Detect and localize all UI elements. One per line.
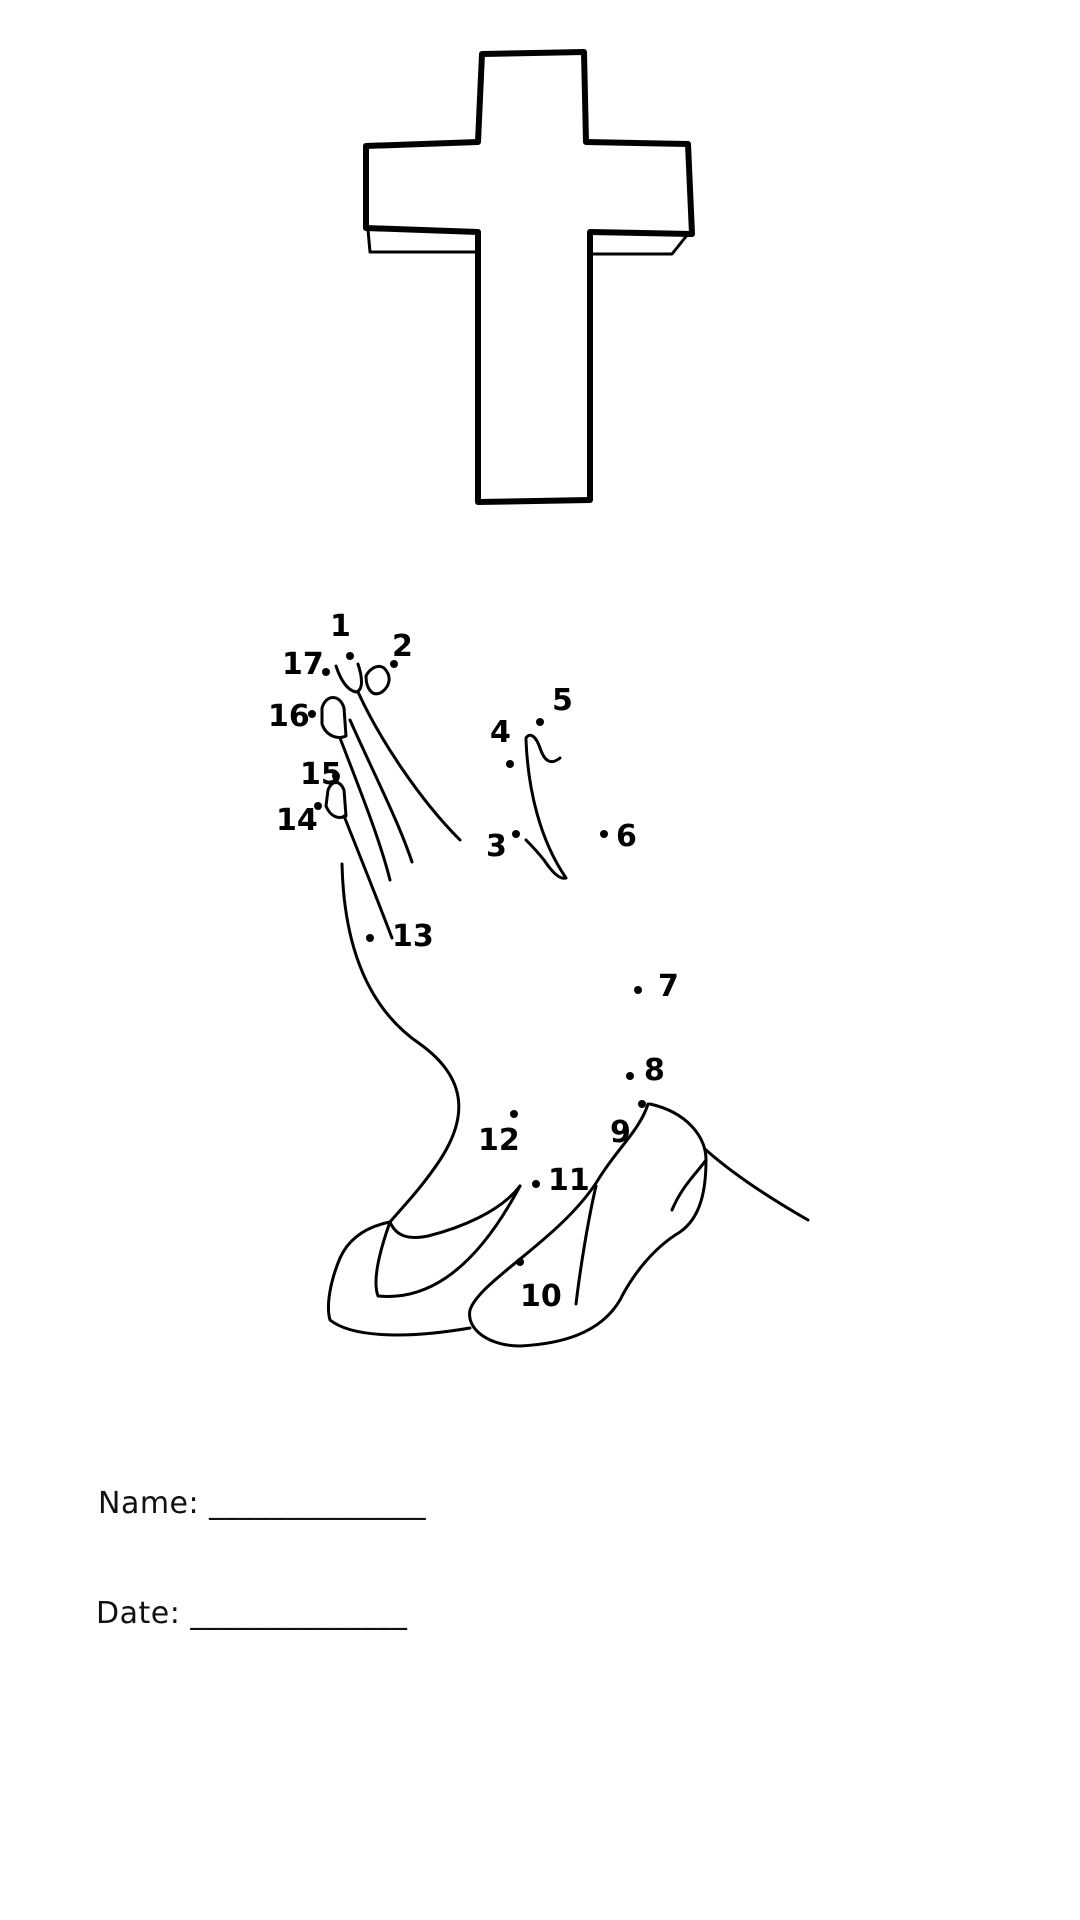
dot-label-11: 11 [548,1163,590,1198]
sleeve-left [326,1220,472,1337]
dot-9 [638,1100,646,1108]
name-field-label: Name: ______________ [98,1486,427,1521]
sleeve-right [468,1102,708,1348]
sleeve-left-inner [374,1184,522,1298]
finger-line-1 [356,690,462,842]
dot-1 [346,652,354,660]
dot-label-7: 7 [658,969,679,1004]
dot-2 [390,660,398,668]
dot-15 [332,772,340,780]
dot-10 [516,1258,524,1266]
dot-13 [366,934,374,942]
thumb-hook [524,733,562,764]
dot-5 [536,718,544,726]
dot-16 [308,710,316,718]
dot-label-12: 12 [478,1123,520,1158]
cross-outline [363,49,695,505]
numbered-dots: 1 2 3 4 5 6 7 8 9 10 11 12 13 14 15 16 1 [268,609,679,1314]
dot-7 [634,986,642,994]
dot-label-10: 10 [520,1279,562,1314]
dot-label-6: 6 [616,819,637,854]
dot-label-9: 9 [610,1115,631,1150]
dot-11 [532,1180,540,1188]
finger-tip-right [364,664,391,696]
finger-nail-lower [324,781,348,820]
dot-label-1: 1 [330,609,351,644]
dot-label-14: 14 [276,803,318,838]
sleeve-right-fold [670,1158,708,1212]
dot-8 [626,1072,634,1080]
dot-6 [600,830,608,838]
sleeve-right-inner [574,1184,598,1306]
palm-left-curve [340,862,461,1224]
finger-line-4 [342,814,394,940]
dot-label-8: 8 [644,1053,665,1088]
dot-label-3: 3 [486,829,507,864]
dot-3 [512,830,520,838]
dot-label-4: 4 [490,715,511,750]
cross-illustration [363,49,695,505]
arm-right [704,1148,810,1222]
finger-tip-left [334,662,363,694]
dot-label-16: 16 [268,699,310,734]
dot-label-15: 15 [300,757,342,792]
finger-line-2 [348,718,414,864]
dot-label-17: 17 [282,647,324,682]
dot-4 [506,760,514,768]
dot-label-2: 2 [392,629,413,664]
dot-label-5: 5 [552,683,573,718]
thumb-line [524,738,568,880]
finger-nail-upper [320,696,348,739]
finger-line-3 [338,736,392,882]
praying-hands-line-art [320,662,810,1348]
dot-17 [322,668,330,676]
sleeve-left-top [388,1184,522,1239]
date-field-label: Date: ______________ [96,1596,408,1631]
dot-12 [510,1110,518,1118]
dot-label-13: 13 [392,919,434,954]
dot-14 [314,802,322,810]
